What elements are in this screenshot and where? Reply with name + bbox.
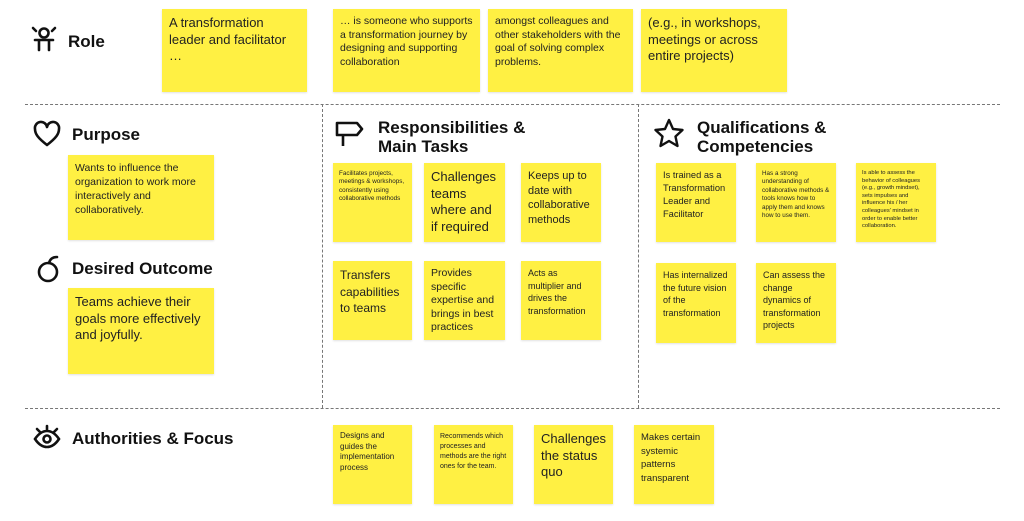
- section-title-authorities: Authorities & Focus: [72, 429, 234, 448]
- section-title-qualifications: Qualifications & Competencies: [697, 118, 827, 156]
- section-title-purpose: Purpose: [72, 125, 141, 144]
- sticky-note[interactable]: Keeps up to date with collaborative meth…: [521, 163, 601, 242]
- apple-icon: [37, 255, 59, 283]
- sticky-note[interactable]: A transformation leader and facilitator …: [162, 9, 307, 92]
- heart-icon: [33, 120, 61, 147]
- eye-icon: [33, 424, 61, 449]
- sticky-note[interactable]: Recommends which processes and methods a…: [434, 425, 513, 504]
- signpost-icon: [335, 121, 364, 146]
- sticky-note[interactable]: Is able to assess the behavior of collea…: [856, 163, 936, 242]
- sticky-note[interactable]: Has internalized the future vision of th…: [656, 263, 736, 343]
- section-title-responsibilities: Responsibilities & Main Tasks: [378, 118, 526, 156]
- section-title-role: Role: [68, 32, 105, 51]
- sticky-note[interactable]: amongst colleagues and other stakeholder…: [488, 9, 633, 92]
- sticky-note[interactable]: Has a strong understanding of collaborat…: [756, 163, 836, 242]
- sticky-note[interactable]: Challenges the status quo: [534, 425, 613, 504]
- person-icon: [31, 26, 57, 52]
- star-icon: [654, 118, 684, 148]
- sticky-note[interactable]: Facilitates projects, meetings & worksho…: [333, 163, 412, 242]
- sticky-note[interactable]: Transfers capabilities to teams: [333, 261, 412, 340]
- sticky-note[interactable]: Can assess the change dynamics of transf…: [756, 263, 836, 343]
- sticky-note[interactable]: … is someone who supports a transformati…: [333, 9, 480, 92]
- sticky-note[interactable]: Wants to influence the organization to w…: [68, 155, 214, 240]
- sticky-note[interactable]: (e.g., in workshops, meetings or across …: [641, 9, 787, 92]
- divider: [25, 408, 1000, 409]
- sticky-note[interactable]: Is trained as a Transformation Leader an…: [656, 163, 736, 242]
- sticky-note[interactable]: Makes certain systemic patterns transpar…: [634, 425, 714, 504]
- divider: [638, 104, 639, 408]
- section-title-desired-outcome: Desired Outcome: [72, 259, 213, 278]
- sticky-note[interactable]: Teams achieve their goals more effective…: [68, 288, 214, 374]
- divider: [322, 104, 323, 408]
- sticky-note[interactable]: Provides specific expertise and brings i…: [424, 261, 505, 340]
- sticky-note[interactable]: Challenges teams where and if required: [424, 163, 505, 242]
- sticky-note[interactable]: Acts as multiplier and drives the transf…: [521, 261, 601, 340]
- divider: [25, 104, 1000, 105]
- sticky-note[interactable]: Designs and guides the implementation pr…: [333, 425, 412, 504]
